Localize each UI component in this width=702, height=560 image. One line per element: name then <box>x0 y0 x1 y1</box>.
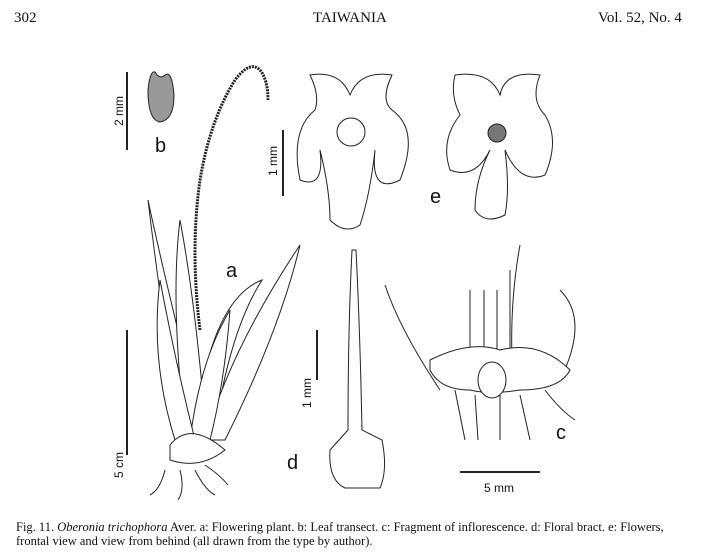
page-number: 302 <box>14 10 37 26</box>
scale-label-c: 5 mm <box>484 481 514 495</box>
leaf-transect-b <box>147 71 175 123</box>
panel-label-d: d <box>287 452 299 474</box>
inflorescence-fragment-c <box>384 244 576 441</box>
panel-label-c: c <box>556 422 566 444</box>
scale-label-a: 5 cm <box>112 451 127 479</box>
caption-species: Oberonia trichophora <box>57 520 168 534</box>
botanical-illustration <box>126 65 576 501</box>
floral-bract-d <box>329 249 386 489</box>
scale-label-e: 1 mm <box>266 146 280 176</box>
panel-label-e: e <box>430 186 442 208</box>
caption-prefix: Fig. 11. <box>16 520 58 534</box>
inflorescence-a <box>193 65 270 331</box>
panel-label-b: b <box>155 135 167 157</box>
scale-label-d: 1 mm <box>300 378 314 408</box>
figure-caption: Fig. 11. Oberonia trichophora Aver. a: F… <box>16 520 696 548</box>
caption-text: Aver. a: Flowering plant. b: Leaf transe… <box>16 520 664 548</box>
scale-bars <box>126 72 540 473</box>
plant-a <box>147 199 301 501</box>
journal-title: TAIWANIA <box>313 10 387 26</box>
volume-info: Vol. 52, No. 4 <box>598 10 682 26</box>
flower-front-e <box>296 73 409 230</box>
panel-label-a: a <box>226 260 238 282</box>
flower-back-e <box>446 73 553 220</box>
scale-label-b: 2 mm <box>112 96 126 126</box>
